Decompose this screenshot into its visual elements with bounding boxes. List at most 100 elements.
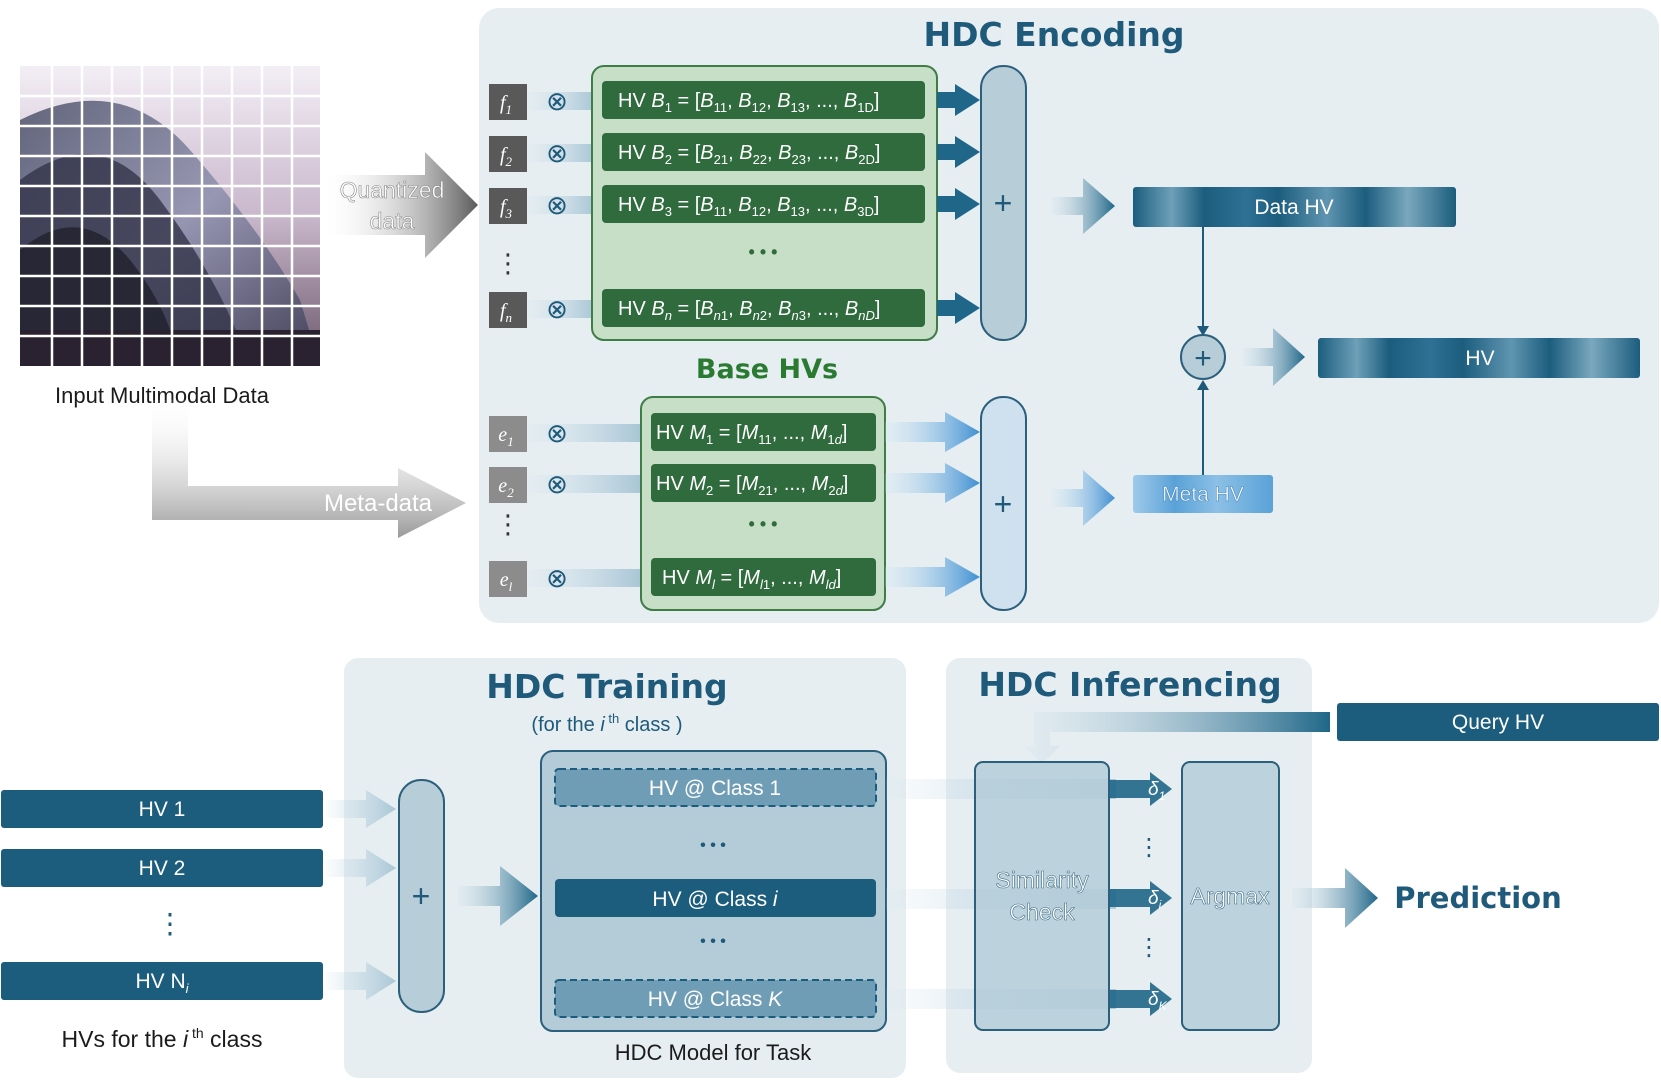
query-to-similarity-arrow xyxy=(1024,712,1330,764)
encoding-title: HDC Encoding xyxy=(923,15,1184,54)
argmax-label: Argmax xyxy=(1190,883,1270,909)
svg-text:HV Bn = [Bn1, Bn2, Bn3, ..., B: HV Bn = [Bn1, Bn2, Bn3, ..., BnD] xyxy=(618,298,880,323)
meta-feature-e1: e1 xyxy=(489,416,527,452)
delta-vdots-top: ⋮ xyxy=(1137,834,1161,861)
meta-feature-el: el xyxy=(489,561,527,597)
delta-k: δK xyxy=(1148,989,1168,1013)
train-input-hvn-label: HV Ni xyxy=(135,970,189,996)
similarity-label-line1: Similarity xyxy=(995,867,1089,893)
data-sum-pill xyxy=(980,65,1027,341)
base-hv-3: HV B3 = [B11, B12, B13, ..., B3D] xyxy=(602,185,925,223)
model-ellipsis-top: • • • xyxy=(700,837,726,854)
meta-bind-arrows xyxy=(528,424,640,587)
final-hv-bar xyxy=(1318,338,1640,378)
train-input-arrows xyxy=(326,790,396,1000)
train-inputs-caption: HVs for the i th class xyxy=(62,1025,263,1052)
final-hv-label: HV xyxy=(1465,347,1494,370)
model-class-1 xyxy=(554,768,877,807)
base-hvs-ellipsis: • • • xyxy=(749,242,778,262)
model-class-k-label: HV @ Class K xyxy=(648,988,784,1011)
bind-icon-f2: ⊗ xyxy=(546,138,568,168)
meta-hvs-ellipsis: • • • xyxy=(749,514,778,534)
delta-arrows xyxy=(1110,772,1172,1016)
argmax-box xyxy=(1181,761,1280,1031)
to-hv-arrow xyxy=(1243,328,1305,386)
data-sum-icon: + xyxy=(994,185,1013,221)
base-hvs-label: Base HVs xyxy=(696,354,838,385)
bundle-plus-icon: + xyxy=(1194,342,1212,375)
train-input-hv1-label: HV 1 xyxy=(139,798,186,821)
model-class-i-label: HV @ Class i xyxy=(652,888,779,911)
meta-sum-icon: + xyxy=(994,486,1013,522)
base-hv-2: HV B2 = [B21, B22, B23, ..., B2D] xyxy=(602,133,925,171)
meta-hv-label: Meta HV xyxy=(1162,483,1244,506)
meta-sum-pill xyxy=(980,396,1027,611)
feature-f3: f3 xyxy=(489,188,527,224)
svg-text:HV Ml = [Ml1, ..., Mld]: HV Ml = [Ml1, ..., Mld] xyxy=(662,567,841,592)
meta-hv-bar xyxy=(1133,475,1273,513)
quantized-data-arrow xyxy=(325,152,478,258)
bind-icon-f3: ⊗ xyxy=(546,190,568,220)
svg-text:HV M2 = [M21, ..., M2d]: HV M2 = [M21, ..., M2d] xyxy=(656,473,848,498)
to-prediction-arrow xyxy=(1292,868,1378,928)
model-class-i xyxy=(555,879,876,917)
train-sum-pill xyxy=(398,779,445,1013)
model-class-1-label: HV @ Class 1 xyxy=(649,777,781,800)
delta-vdots-bottom: ⋮ xyxy=(1137,934,1161,961)
to-meta-hv-arrow xyxy=(1052,470,1115,526)
input-image xyxy=(20,66,320,366)
train-input-hvn xyxy=(1,962,323,1000)
similarity-label-line2: Check xyxy=(1009,899,1075,925)
train-input-vdots: ⋮ xyxy=(156,908,184,939)
model-ellipsis-bottom: • • • xyxy=(700,933,726,950)
meta-hv-1: HV M1 = [M11, ..., M1d] xyxy=(651,413,876,451)
svg-text:HV B3 = [B11, B12, B13, ..., B: HV B3 = [B11, B12, B13, ..., B3D] xyxy=(618,194,879,219)
feature-f1: f1 xyxy=(489,84,527,120)
feature-f2: f2 xyxy=(489,136,527,172)
svg-text:HV M1 = [M11, ..., M1d]: HV M1 = [M11, ..., M1d] xyxy=(656,422,847,447)
meta-label: Meta-data xyxy=(324,490,433,517)
base-hv-1: HV B1 = [B11, B12, B13, ..., B1D] xyxy=(602,81,925,119)
similarity-check-box xyxy=(974,761,1110,1031)
prediction-label: Prediction xyxy=(1394,881,1562,915)
train-input-hv1 xyxy=(1,790,323,828)
base-hv-n: HV Bn = [Bn1, Bn2, Bn3, ..., BnD] xyxy=(602,289,925,327)
bind-icon-f1: ⊗ xyxy=(546,86,568,116)
delta-1: δ1 xyxy=(1148,779,1165,803)
meta-hv-2: HV M2 = [M21, ..., M2d] xyxy=(651,464,876,502)
quantized-label-line1: Quantized xyxy=(340,177,445,203)
data-hv-label: Data HV xyxy=(1254,196,1333,219)
meta-feature-e2: e2 xyxy=(489,467,527,503)
bind-icon-e1: ⊗ xyxy=(546,418,568,448)
query-hv-bar xyxy=(1337,703,1659,741)
meta-vdots: ⋮ xyxy=(495,509,521,539)
quantized-label-line2: data xyxy=(370,208,415,234)
train-input-hv2 xyxy=(1,849,323,887)
bind-icon-e2: ⊗ xyxy=(546,469,568,499)
feature-fn: fn xyxy=(489,292,527,328)
meta-data-arrow xyxy=(152,400,466,538)
training-title: HDC Training xyxy=(486,667,727,706)
feature-bind-arrows xyxy=(528,92,594,318)
feature-vdots: ⋮ xyxy=(495,248,521,278)
bind-icon-fn: ⊗ xyxy=(546,294,568,324)
meta-hv-l: HV Ml = [Ml1, ..., Mld] xyxy=(651,558,876,596)
query-hv-label: Query HV xyxy=(1452,711,1544,734)
svg-text:HV B1 = [B11, B12, B13, ..., B: HV B1 = [B11, B12, B13, ..., B1D] xyxy=(618,90,879,115)
delta-i: δi xyxy=(1148,888,1162,912)
model-caption: HDC Model for Task xyxy=(615,1040,812,1065)
inferencing-title: HDC Inferencing xyxy=(978,665,1281,704)
model-class-k xyxy=(554,979,877,1018)
train-input-hv2-label: HV 2 xyxy=(139,857,186,880)
data-hv-bar xyxy=(1133,187,1456,227)
train-to-model-arrow xyxy=(458,866,538,926)
train-sum-icon: + xyxy=(412,878,431,914)
bundle-circle xyxy=(1180,334,1226,380)
bind-icon-el: ⊗ xyxy=(546,563,568,593)
to-data-hv-arrow xyxy=(1052,178,1115,234)
base-to-sum-arrows xyxy=(937,84,980,324)
training-subtitle: (for the i th class ) xyxy=(531,711,682,736)
svg-text:HV B2 = [B21, B22, B23, ..., B: HV B2 = [B21, B22, B23, ..., B2D] xyxy=(618,142,880,167)
meta-to-sum-arrows xyxy=(885,412,980,597)
